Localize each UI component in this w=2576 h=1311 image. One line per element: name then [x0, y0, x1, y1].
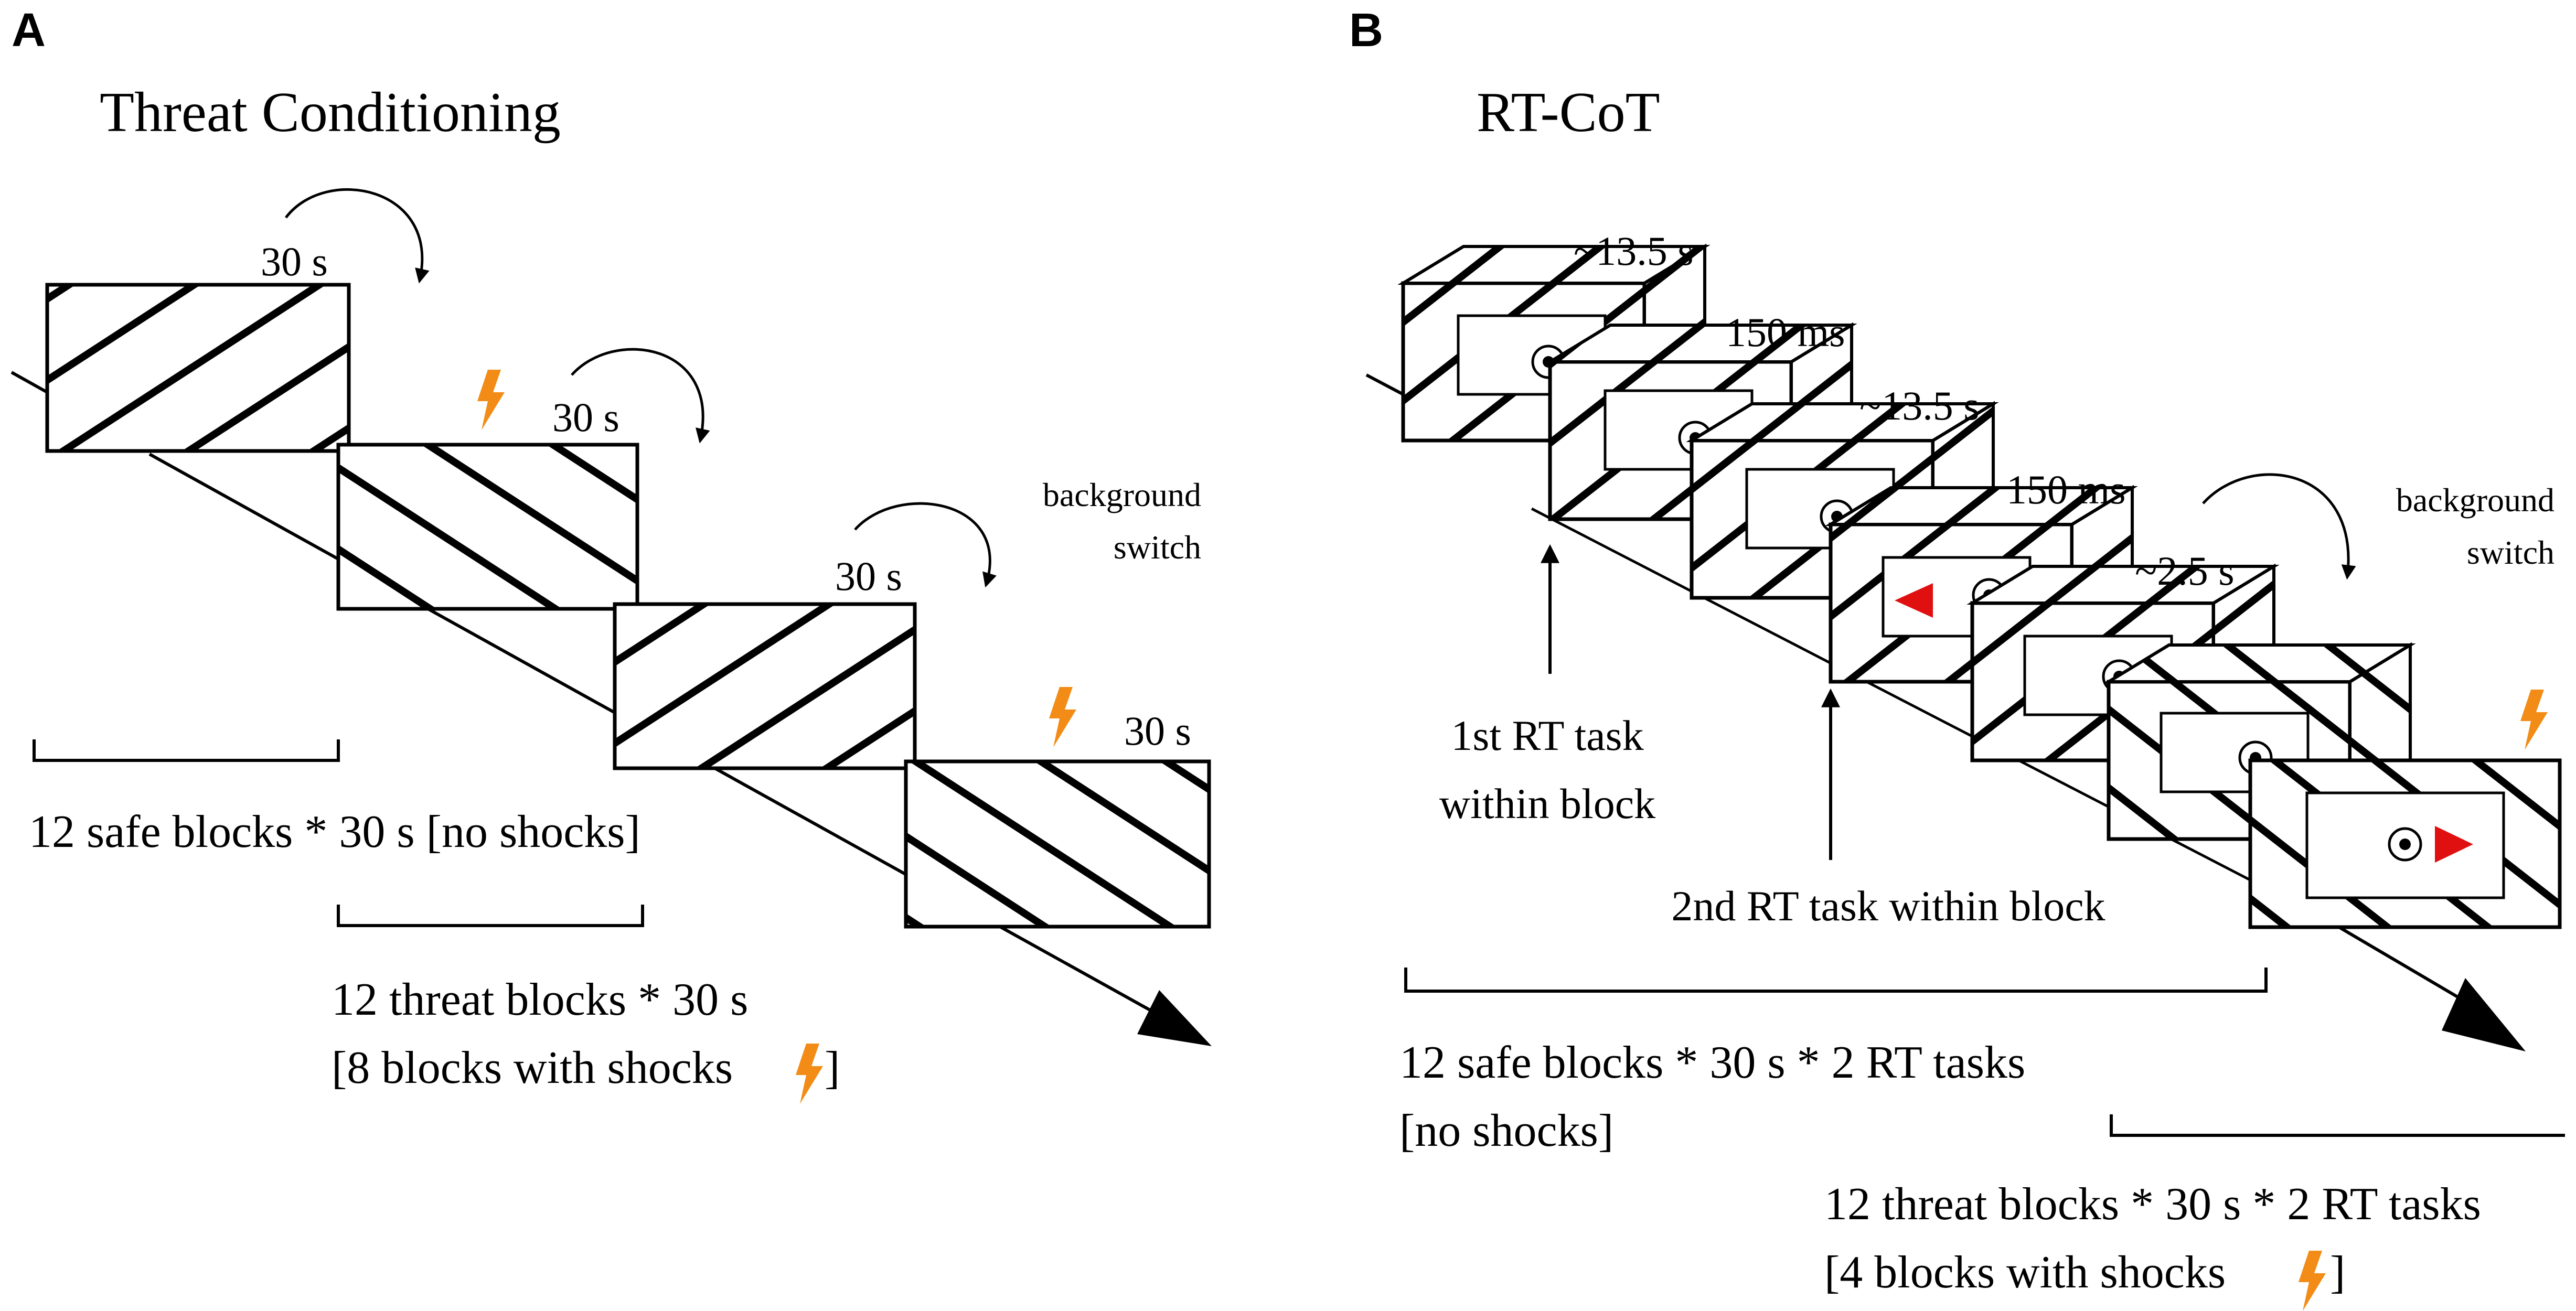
rt2-label: 2nd RT task within block — [1671, 882, 2105, 930]
background-switch-arrow — [854, 502, 997, 588]
duration-label: 30 s — [1124, 708, 1191, 754]
threat-blocks-bracket — [2110, 1114, 2565, 1137]
panel-b: B RT-CoT — [1349, 4, 2565, 1311]
timeline-start — [10, 371, 48, 394]
lightning-bolt-icon — [796, 1044, 823, 1104]
timeline-start — [1365, 373, 1404, 396]
background-switch-label: switch — [1114, 529, 1201, 566]
panel-a: A Threat Conditioning 30 s 30 s 30 s 30 … — [10, 4, 1212, 1104]
lightning-bolt-icon — [477, 370, 505, 430]
fixation-dot — [2399, 839, 2411, 850]
background-switch-label: background — [2396, 481, 2554, 519]
safe-blocks-bracket — [33, 739, 340, 762]
duration-label: 30 s — [835, 553, 902, 599]
threat-block-2 — [904, 759, 1211, 929]
safe-blocks-label: [no shocks] — [1399, 1105, 1613, 1156]
lightning-bolt-icon — [1049, 687, 1076, 747]
safe-block-2 — [613, 602, 917, 770]
lightning-bolt-icon — [2299, 1251, 2326, 1311]
transition-arrow — [285, 188, 430, 284]
rt1-label: 1st RT task — [1451, 712, 1643, 759]
panel-b-letter: B — [1349, 4, 1383, 57]
safe-blocks-label: 12 safe blocks * 30 s [no shocks] — [29, 807, 640, 857]
trial-frame-7 — [2248, 758, 2562, 929]
rt1-label: within block — [1439, 780, 1655, 828]
safe-blocks-bracket — [1404, 968, 2268, 993]
background-switch-arrow — [2202, 473, 2356, 580]
threat-block-1 — [336, 443, 639, 611]
timeline-arrowhead — [2442, 978, 2526, 1051]
threat-blocks-label: [4 blocks with shocks — [1824, 1247, 2226, 1298]
duration-label: ~13.5 s — [1574, 228, 1694, 274]
left-arrow-icon — [1895, 583, 1933, 618]
threat-blocks-label: 12 threat blocks * 30 s — [332, 974, 748, 1025]
panel-b-title: RT-CoT — [1477, 81, 1660, 144]
right-arrow-icon — [2435, 826, 2473, 863]
duration-label: 30 s — [552, 394, 619, 440]
duration-label: ~13.5 s — [1859, 383, 1980, 428]
duration-label: 150 ms — [2006, 467, 2126, 512]
panel-a-letter: A — [12, 4, 46, 57]
threat-blocks-label: [8 blocks with shocks — [332, 1043, 733, 1093]
threat-blocks-label-close: ] — [2330, 1247, 2345, 1298]
panel-a-title: Threat Conditioning — [100, 81, 561, 144]
lightning-bolt-icon — [2520, 690, 2548, 750]
threat-blocks-label-close: ] — [825, 1043, 840, 1093]
timeline-line — [1531, 507, 2309, 911]
safe-blocks-label: 12 safe blocks * 30 s * 2 RT tasks — [1399, 1037, 2025, 1088]
duration-label: 150 ms — [1726, 309, 1845, 355]
transition-arrow — [571, 348, 710, 444]
duration-label: 30 s — [261, 239, 328, 284]
background-switch-label: background — [1043, 476, 1201, 513]
timeline-arrowhead — [1137, 990, 1212, 1046]
duration-label: ~2.5 s — [2135, 548, 2235, 594]
safe-block-1 — [45, 283, 351, 453]
threat-blocks-bracket — [337, 905, 644, 927]
background-switch-label: switch — [2467, 534, 2554, 571]
threat-blocks-label: 12 threat blocks * 30 s * 2 RT tasks — [1824, 1179, 2481, 1230]
